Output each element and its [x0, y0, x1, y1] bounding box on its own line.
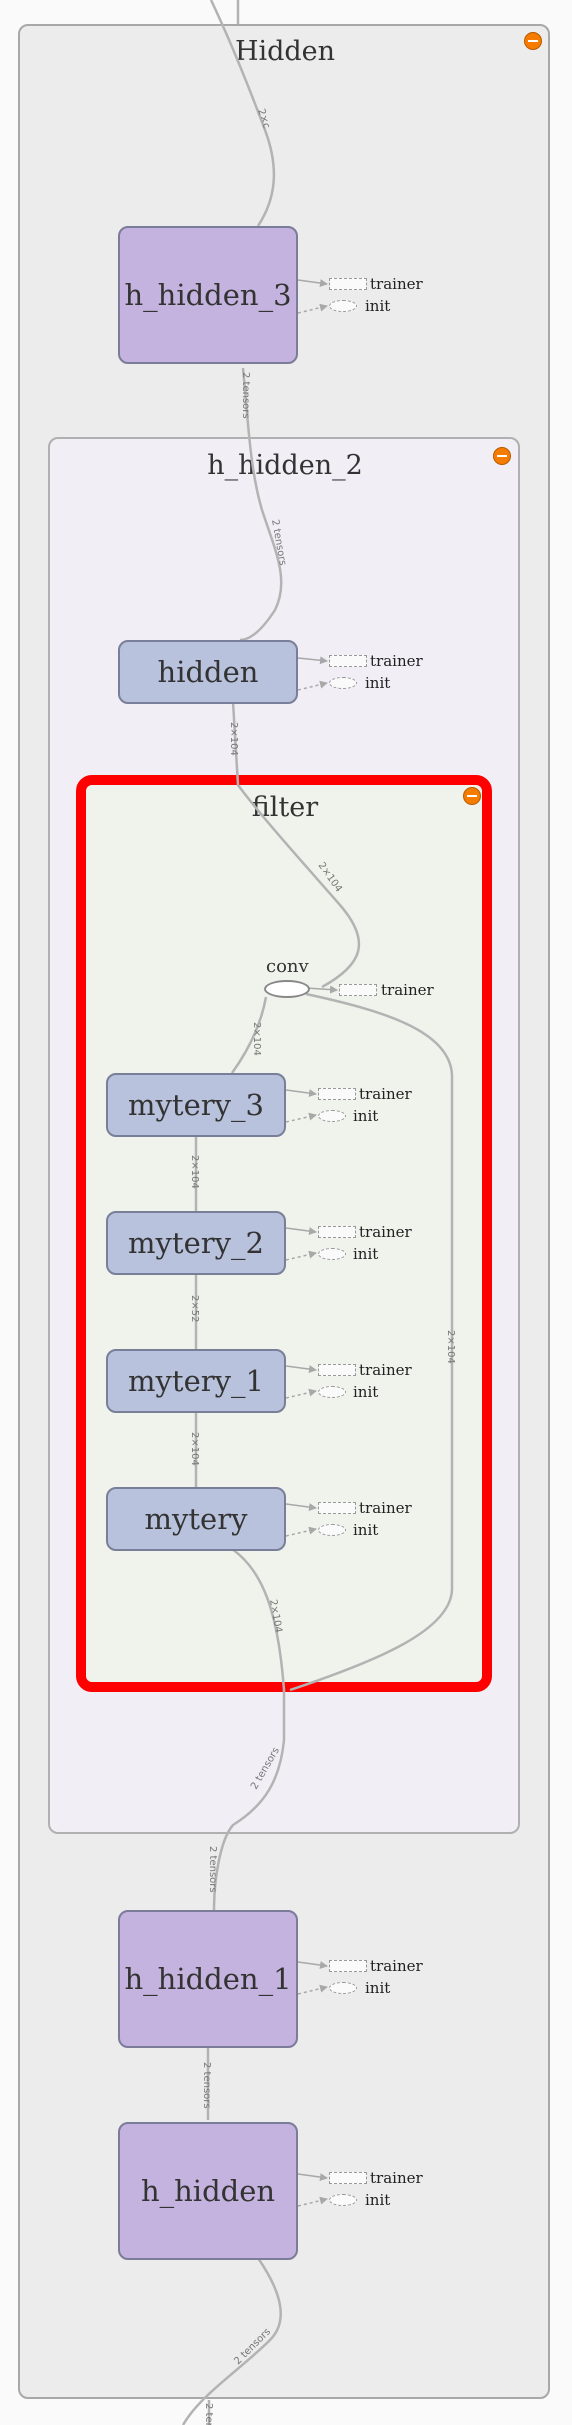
minus-circle-icon[interactable] — [524, 32, 542, 50]
init-aux-node[interactable] — [318, 1524, 346, 1536]
init-aux-node[interactable] — [318, 1386, 346, 1398]
edge-h3-out — [239, 367, 283, 642]
edge-label: 2×104 — [189, 1155, 200, 1189]
aux-label: init — [365, 297, 391, 315]
node-mytery-3[interactable]: mytery_3 — [106, 1073, 286, 1137]
edge-label: 2 tens — [203, 2403, 214, 2425]
init-aux-node[interactable] — [329, 300, 357, 312]
init-aux-node[interactable] — [318, 1248, 346, 1260]
edge-label: 2 tensors — [201, 2062, 212, 2109]
edge-conv-out — [230, 996, 268, 1074]
minus-circle-icon[interactable] — [463, 787, 481, 805]
node-label: mytery_1 — [128, 1364, 264, 1398]
aux-label: init — [353, 1107, 379, 1125]
node-conv[interactable] — [264, 980, 310, 998]
node-h-hidden-3[interactable]: h_hidden_3 — [118, 226, 298, 364]
aux-label: trainer — [359, 1499, 412, 1517]
edge-label: 2×104 — [251, 1022, 262, 1056]
init-aux-node[interactable] — [329, 2194, 357, 2206]
edge-mytery-out — [212, 1547, 286, 1911]
init-aux-node[interactable] — [329, 1982, 357, 1994]
node-h-hidden-1[interactable]: h_hidden_1 — [118, 1910, 298, 2048]
edge-label: 2×52 — [189, 1295, 200, 1322]
aux-label: trainer — [370, 2169, 423, 2187]
node-label: mytery_3 — [128, 1088, 264, 1122]
node-mytery-1[interactable]: mytery_1 — [106, 1349, 286, 1413]
trainer-aux-node[interactable] — [329, 278, 367, 290]
node-label: h_hidden — [140, 2174, 276, 2208]
trainer-aux-node[interactable] — [318, 1088, 356, 1100]
aux-label: trainer — [370, 1957, 423, 1975]
node-label: h_hidden_1 — [124, 1962, 292, 1996]
aux-label: trainer — [359, 1223, 412, 1241]
group-h-hidden-2-title: h_hidden_2 — [207, 450, 363, 481]
aux-label: init — [365, 1979, 391, 1997]
edge-label: 2 tensors — [207, 1846, 218, 1893]
aux-label: trainer — [370, 652, 423, 670]
edge-top-in — [209, 0, 276, 227]
trainer-aux-node[interactable] — [329, 655, 367, 667]
aux-label: init — [365, 674, 391, 692]
aux-label: init — [353, 1383, 379, 1401]
node-h-hidden[interactable]: h_hidden — [118, 2122, 298, 2260]
node-label: mytery — [144, 1502, 248, 1536]
edge-label: 2 tensors — [249, 1746, 282, 1792]
minus-circle-icon[interactable] — [493, 447, 511, 465]
node-label: mytery_2 — [128, 1226, 264, 1260]
edge-hidden-out — [231, 701, 361, 989]
edge-label: 2×104 — [228, 722, 239, 756]
node-label: hidden — [157, 655, 259, 689]
edge-conv-side — [289, 992, 454, 1692]
node-conv-label: conv — [266, 956, 309, 977]
init-aux-node[interactable] — [329, 677, 357, 689]
aux-label: trainer — [381, 981, 434, 999]
edge-label: 2 tensors — [232, 2326, 273, 2367]
trainer-aux-node[interactable] — [329, 2172, 367, 2184]
node-hidden[interactable]: hidden — [118, 640, 298, 704]
node-label: h_hidden_3 — [124, 278, 292, 312]
aux-label: trainer — [370, 275, 423, 293]
trainer-aux-node[interactable] — [339, 984, 377, 996]
trainer-aux-node[interactable] — [329, 1960, 367, 1972]
aux-label: init — [353, 1521, 379, 1539]
edge-label: 2×104 — [445, 1330, 456, 1364]
aux-label: init — [353, 1245, 379, 1263]
aux-label: trainer — [359, 1085, 412, 1103]
edge-label: 2 tensors — [240, 372, 251, 419]
trainer-aux-node[interactable] — [318, 1226, 356, 1238]
edge-label: 2×c — [255, 108, 272, 131]
edge-hh-out — [181, 2257, 283, 2425]
node-mytery[interactable]: mytery — [106, 1487, 286, 1551]
group-hidden-title: Hidden — [234, 36, 336, 67]
aux-label: init — [365, 2191, 391, 2209]
aux-label: trainer — [359, 1361, 412, 1379]
edge-label: 2×104 — [189, 1432, 200, 1466]
trainer-aux-node[interactable] — [318, 1364, 356, 1376]
edge-label: 2×104 — [316, 860, 344, 894]
init-aux-node[interactable] — [318, 1110, 346, 1122]
trainer-aux-node[interactable] — [318, 1502, 356, 1514]
node-mytery-2[interactable]: mytery_2 — [106, 1211, 286, 1275]
edge-label: 2×104 — [267, 1599, 284, 1634]
